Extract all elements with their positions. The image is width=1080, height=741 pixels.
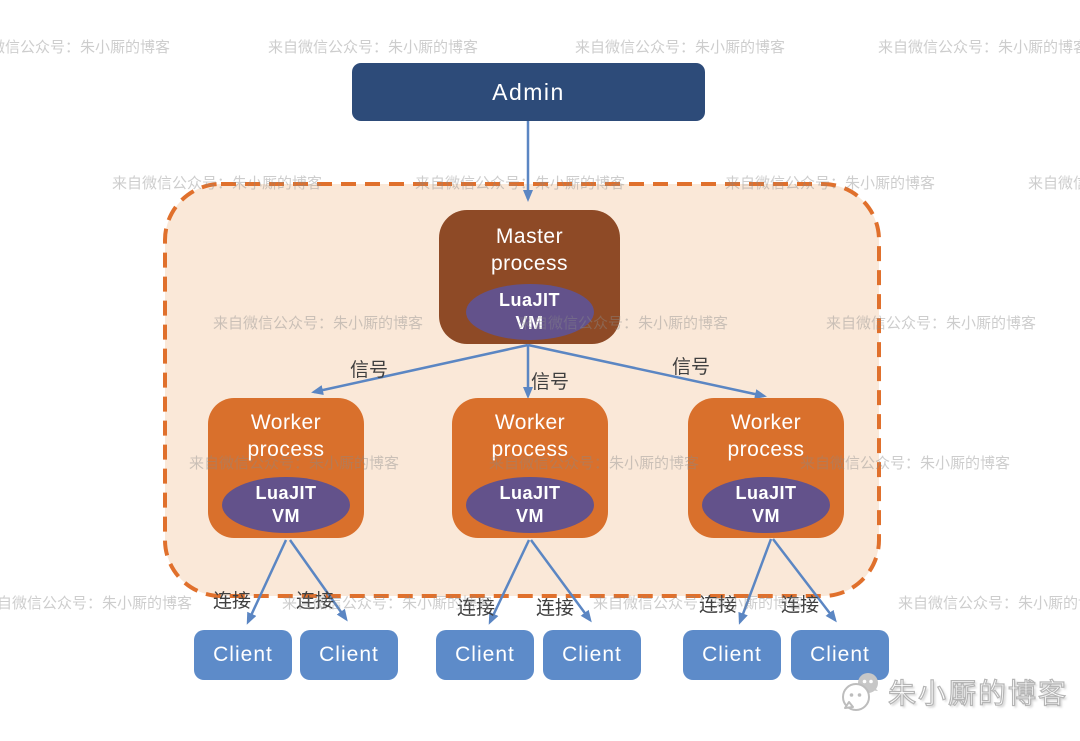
client-label: Client: [562, 643, 622, 666]
worker-label-line1: Worker: [730, 411, 802, 434]
client-node-2: Client: [300, 630, 398, 680]
worker-label-line2: process: [247, 437, 325, 461]
vm-label-line1: LuaJIT: [498, 289, 560, 310]
worker-process-node-3: Worker process LuaJIT VM: [688, 398, 844, 538]
client-label: Client: [455, 643, 515, 666]
vm-label-line1: LuaJIT: [255, 482, 317, 503]
client-label: Client: [702, 643, 762, 666]
connection-edge-label: 连接: [296, 591, 335, 612]
vm-label-line2: VM: [272, 506, 300, 526]
luajit-vm-ellipse: LuaJIT VM: [466, 477, 594, 533]
admin-node: Admin: [352, 63, 705, 121]
client-node-4: Client: [543, 630, 641, 680]
connection-edge-label: 连接: [536, 598, 575, 619]
blog-footer: 朱小厮的博客: [840, 671, 1068, 713]
arrow-worker2-to-client3: [488, 539, 531, 625]
connection-edge-label: 连接: [781, 595, 820, 616]
luajit-vm-ellipse: LuaJIT VM: [222, 477, 350, 533]
vm-label-line2: VM: [516, 506, 544, 526]
arrow-master-to-worker-1: [311, 343, 529, 395]
arrow-worker3-to-client5: [738, 538, 773, 625]
client-node-1: Client: [194, 630, 292, 680]
master-label-line2: process: [490, 251, 569, 275]
luajit-vm-ellipse: LuaJIT VM: [702, 477, 830, 533]
signal-edge-label: 信号: [672, 357, 711, 378]
vm-label-line2: VM: [752, 506, 780, 526]
signal-edge-label: 信号: [531, 372, 570, 393]
admin-label: Admin: [492, 78, 565, 105]
client-node-6: Client: [791, 630, 889, 680]
arrow-worker3-to-client6: [772, 538, 837, 623]
worker-label-line2: process: [727, 437, 805, 461]
vm-label-line1: LuaJIT: [499, 482, 561, 503]
master-process-node: Master process LuaJIT VM: [439, 210, 620, 344]
client-label: Client: [810, 643, 870, 666]
blog-name: 朱小厮的博客: [887, 677, 1069, 709]
worker-label-line1: Worker: [494, 411, 566, 434]
worker-label-line1: Worker: [250, 411, 322, 434]
client-label: Client: [319, 643, 379, 666]
signal-edge-label: 信号: [350, 360, 389, 381]
arrow-worker1-to-client1: [246, 539, 288, 625]
vm-label-line1: LuaJIT: [735, 482, 797, 503]
client-node-3: Client: [436, 630, 534, 680]
connection-edge-label: 连接: [699, 595, 738, 616]
master-label-line1: Master: [495, 225, 564, 248]
arrow-worker1-to-client2: [288, 539, 348, 622]
worker-process-node-1: Worker process LuaJIT VM: [208, 398, 364, 538]
wechat-icon: [842, 673, 878, 711]
luajit-vm-ellipse: LuaJIT VM: [465, 284, 594, 340]
connection-edge-label: 连接: [457, 598, 496, 619]
client-node-5: Client: [683, 630, 781, 680]
client-label: Client: [213, 643, 273, 666]
worker-process-node-2: Worker process LuaJIT VM: [452, 398, 608, 538]
connection-edge-label: 连接: [213, 591, 252, 612]
worker-label-line2: process: [491, 437, 569, 461]
arrow-master-to-worker-3: [527, 343, 767, 399]
vm-label-line2: VM: [515, 313, 544, 333]
arrow-worker2-to-client4: [529, 539, 592, 623]
